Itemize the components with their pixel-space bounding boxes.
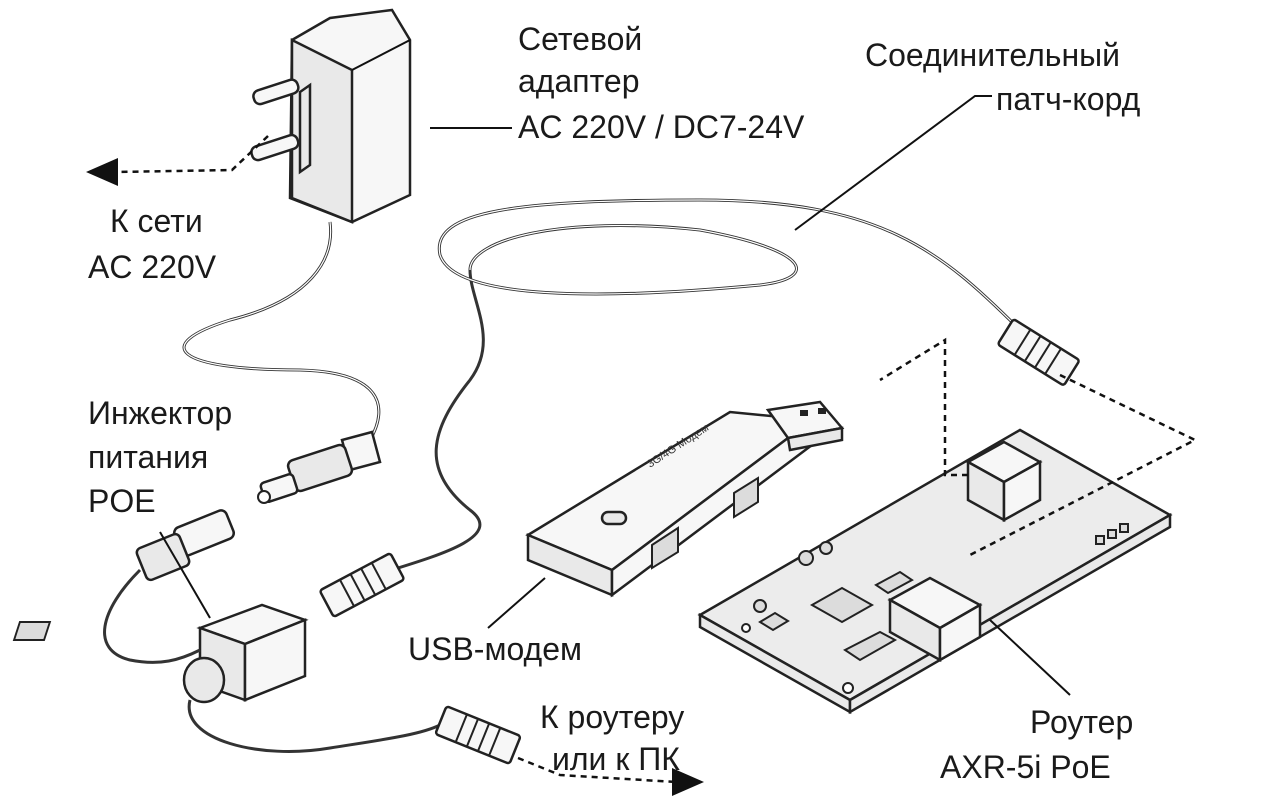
- usb-plug: [765, 400, 845, 452]
- adapter-label-line2: адаптер: [518, 63, 639, 99]
- router-dashed-lines: [879, 337, 1198, 557]
- patch-cord: [359, 198, 1022, 582]
- rj45-connector-bottom: [434, 705, 522, 765]
- adapter-label-line1: Сетевой: [518, 21, 642, 57]
- usb-modem-label: USB-модем: [408, 631, 582, 667]
- to-router-arrow: [517, 756, 704, 796]
- injector-label-line3: POE: [88, 483, 156, 519]
- usb-modem-leader-line: [487, 577, 546, 629]
- patch-cord-label-line1: Соединительный: [865, 37, 1120, 73]
- mains-arrow: [86, 135, 269, 186]
- poe-injector: [12, 603, 309, 704]
- dc-jack: [135, 509, 236, 582]
- patch-cord-leader-line: [794, 95, 992, 231]
- rj45-connector-top: [997, 318, 1080, 386]
- injector-label-line2: питания: [88, 439, 208, 475]
- power-adapter: [250, 8, 412, 224]
- adapter-label-line3: AC 220V / DC7-24V: [518, 109, 805, 145]
- labels: Сетевой адаптер AC 220V / DC7-24V Соедин…: [88, 21, 1141, 785]
- router-label-line2: AXR-5i PoE: [940, 749, 1111, 785]
- to-router-label-line1: К роутеру: [540, 699, 684, 735]
- plug-prongs: [250, 78, 300, 162]
- rj45-connector-mid: [319, 552, 405, 618]
- router-board: [697, 428, 1173, 715]
- injector-cables: [103, 568, 441, 753]
- dc-plug: [257, 430, 382, 504]
- mains-label-line2: AC 220V: [88, 249, 217, 285]
- to-router-label-line2: или к ПК: [552, 741, 680, 777]
- router-leader-line: [989, 619, 1071, 696]
- usb-modem: 3G/4G Модем: [525, 410, 816, 598]
- patch-cord-label-line2: патч-корд: [996, 81, 1141, 117]
- mains-label-line1: К сети: [110, 203, 203, 239]
- router-label-line1: Роутер: [1030, 704, 1133, 740]
- injector-label-line1: Инжектор: [88, 395, 232, 431]
- injector-leader-line: [159, 531, 211, 619]
- adapter-cable: [182, 221, 381, 441]
